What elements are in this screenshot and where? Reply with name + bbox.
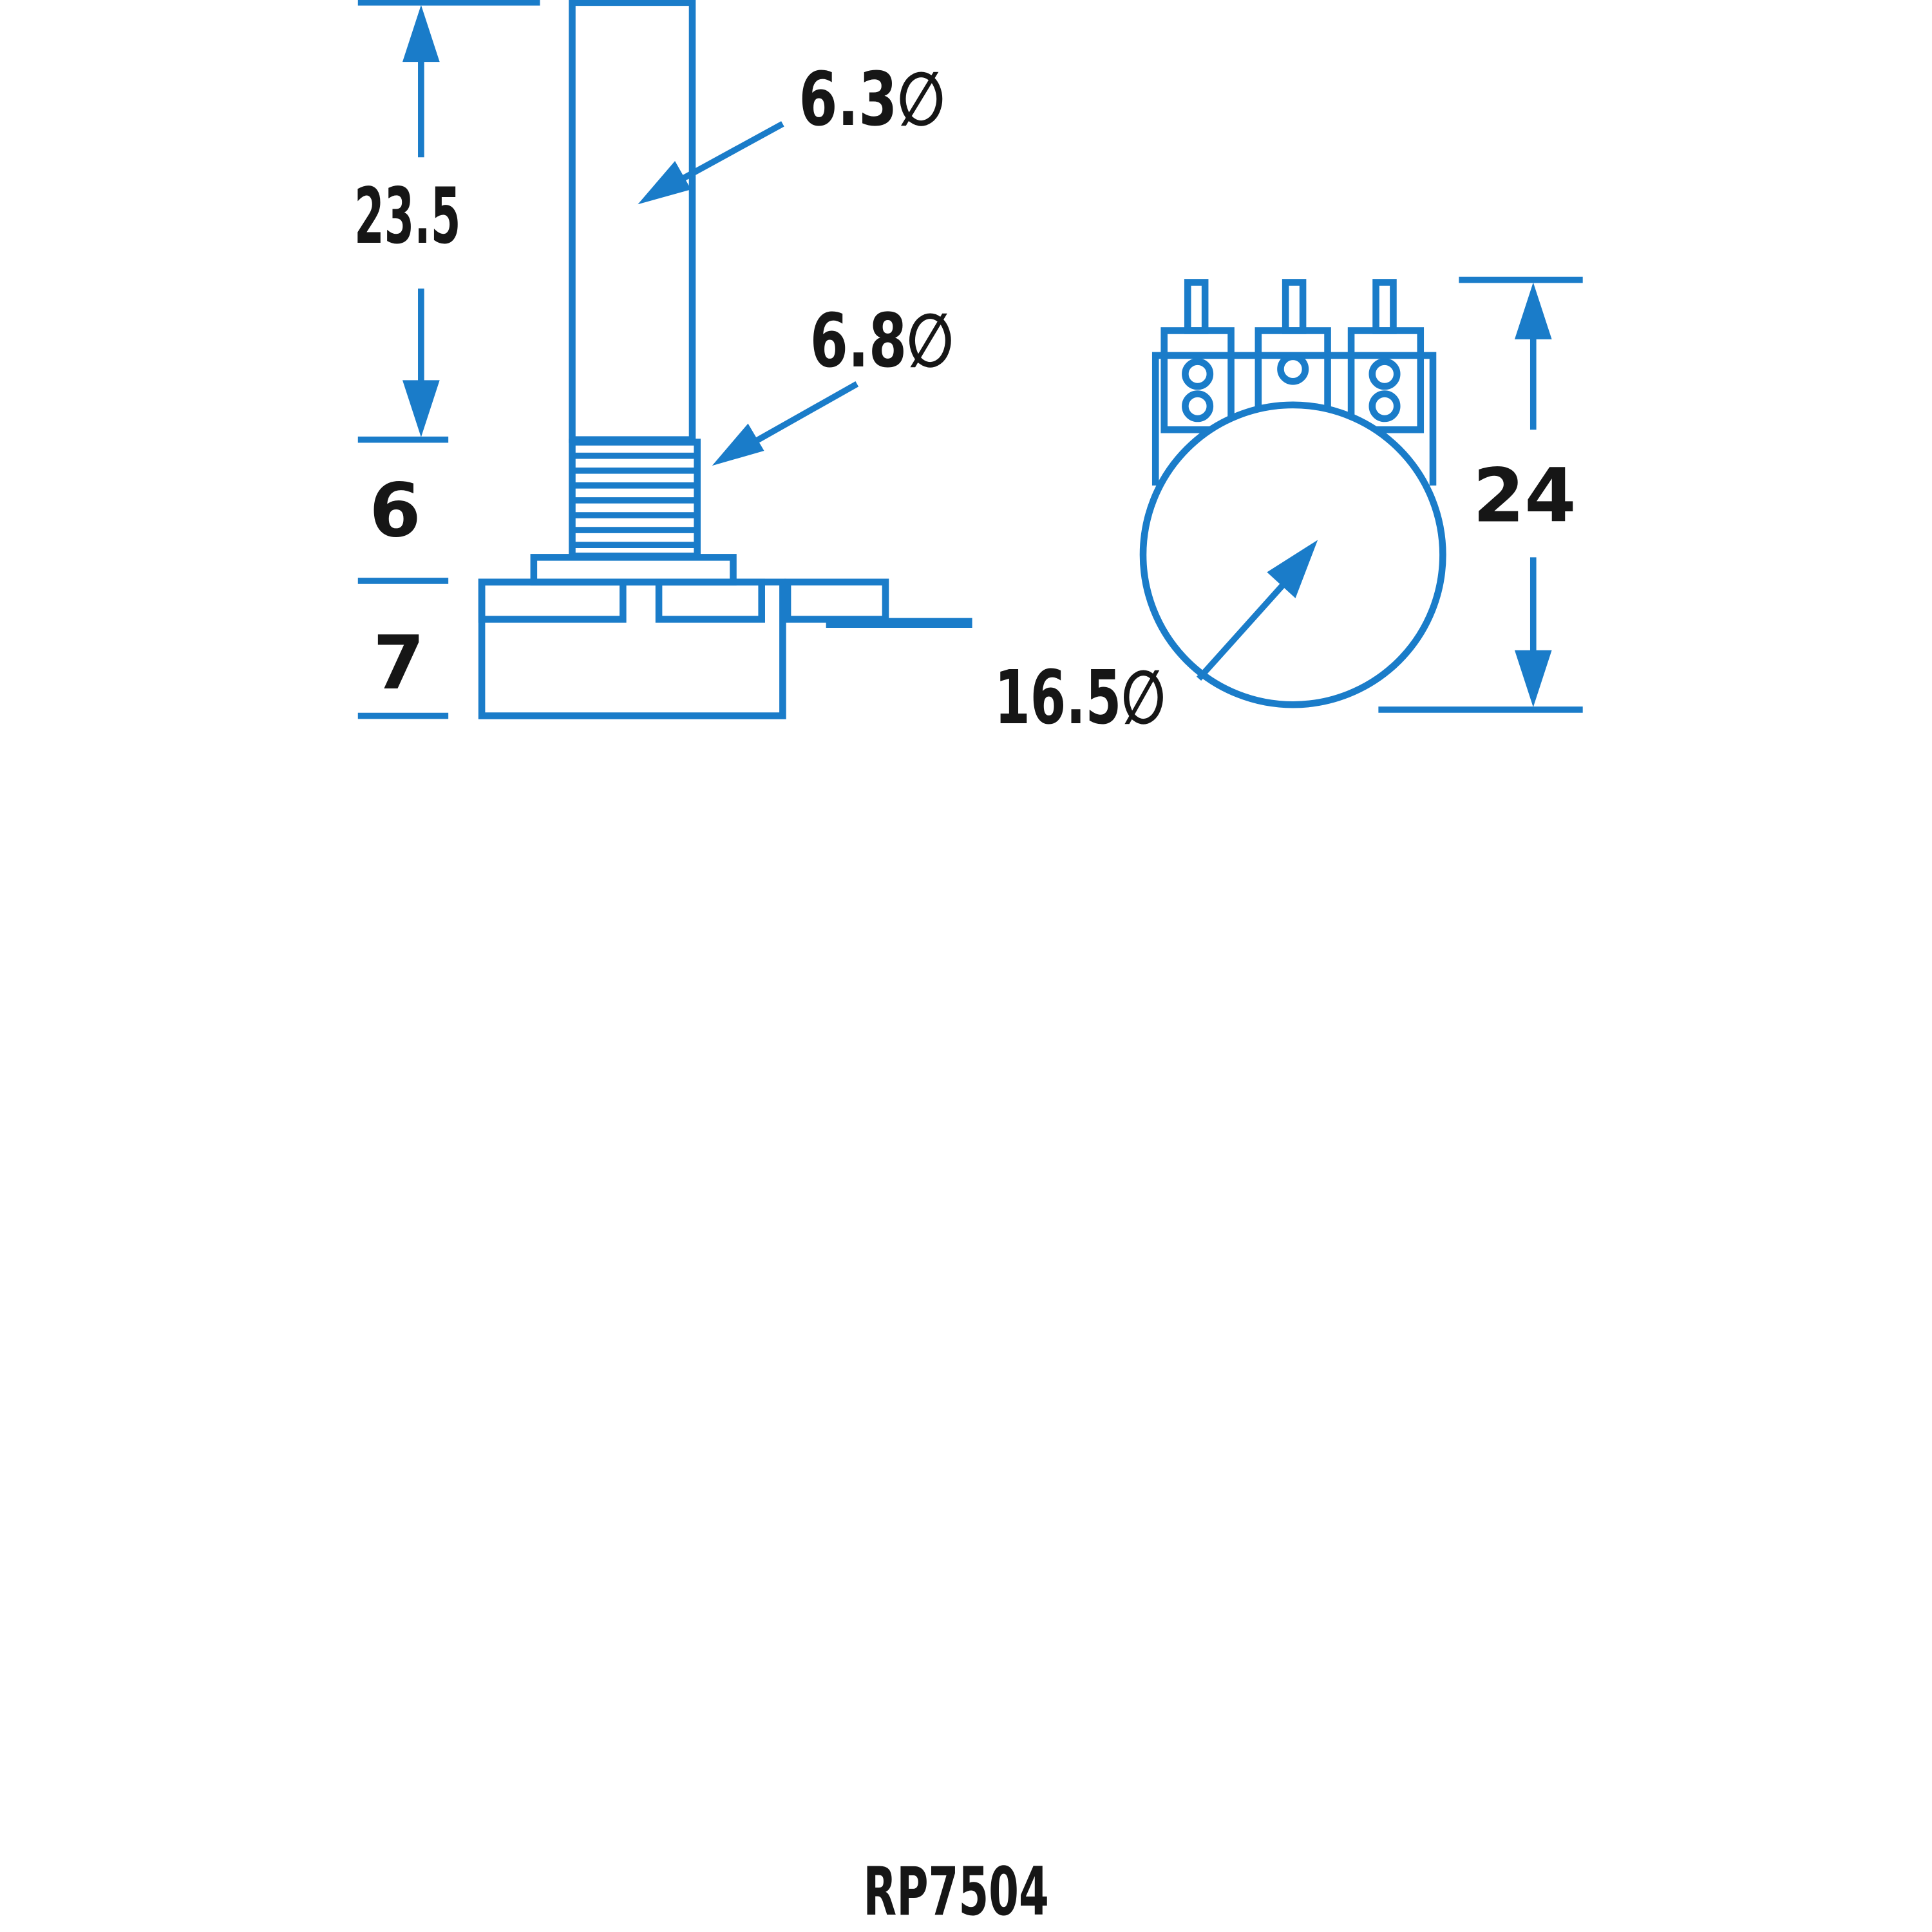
terminal-hole [1368, 358, 1401, 390]
terminal-hole [1182, 390, 1214, 422]
body-diameter-label: 16.5∅ [994, 655, 1165, 741]
shaft-length-label: 23.5 [354, 172, 460, 261]
terminal-pin-1 [1184, 279, 1209, 334]
shaft-diameter-label: 6.3∅ [799, 57, 945, 143]
body-height-dimension [1378, 276, 1583, 713]
mounting-flange [530, 554, 737, 586]
terminal-pin-2 [1282, 279, 1307, 334]
bush-thread [574, 452, 695, 548]
bush-length-label: 6 [369, 468, 421, 554]
terminal-block-1 [1160, 327, 1235, 433]
terminal-block-3 [1347, 327, 1425, 433]
terminal-hole [1277, 353, 1309, 385]
side-view: 23.5 6 7 6.3∅ 6.8∅ [354, 0, 972, 719]
shaft-diameter-leader [638, 121, 784, 205]
terminal-bracket [784, 578, 889, 623]
terminal-hole [1368, 390, 1401, 422]
body-diameter-leader [1196, 540, 1318, 681]
terminal-hole [1182, 358, 1214, 390]
body-depth-label: 7 [373, 620, 424, 706]
terminal-pin-3 [1372, 279, 1397, 334]
body-circle [1139, 401, 1446, 708]
shaft [569, 0, 696, 443]
body-tab-right [655, 578, 765, 623]
body-tab-left [478, 578, 627, 623]
body-height-label: 24 [1473, 453, 1577, 540]
bush-diameter-leader [712, 381, 859, 466]
front-view: 16.5∅ 24 [994, 276, 1583, 741]
body [478, 578, 786, 719]
part-number: RP7504 [863, 1853, 1048, 1931]
bush-diameter-label: 6.8∅ [810, 298, 954, 384]
shaft-length-dimension [357, 0, 540, 443]
